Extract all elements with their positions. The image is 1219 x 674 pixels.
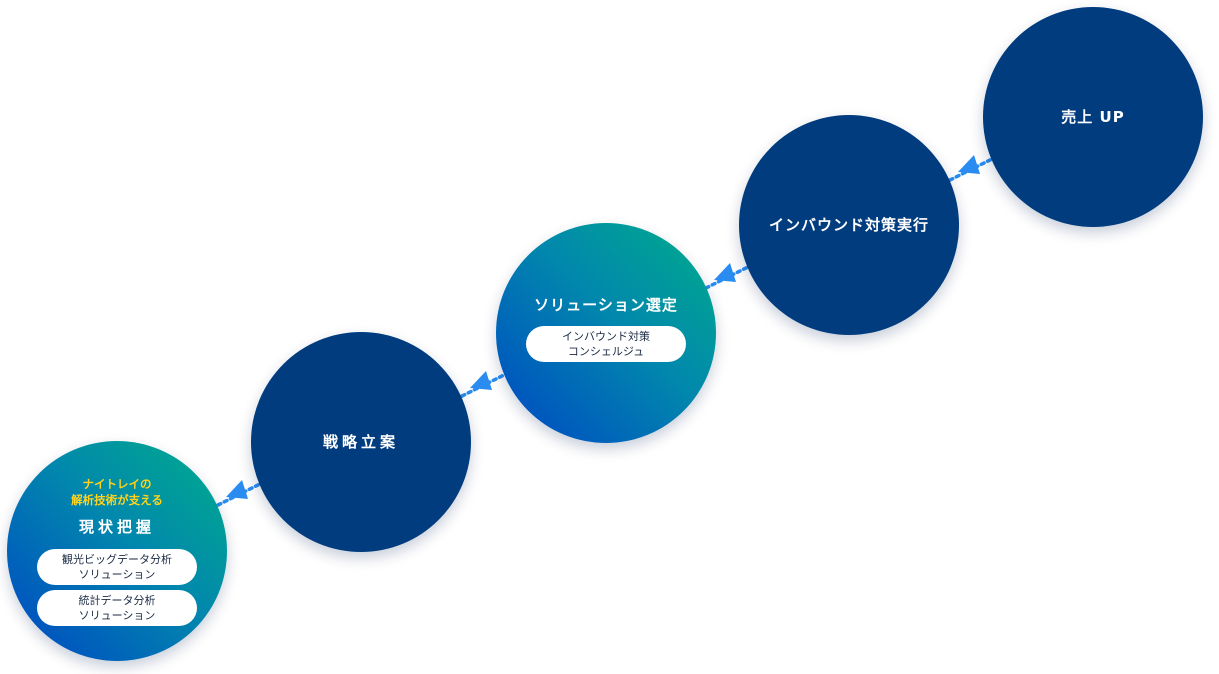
solution-tag: 統計データ分析 ソリューション (37, 590, 197, 626)
connector-3-4 (704, 263, 752, 290)
arrow-head-icon (714, 263, 736, 282)
arrow-head-icon (470, 371, 492, 390)
step-sales: 売上 UP (983, 7, 1203, 227)
connector-1-2 (216, 480, 264, 507)
connector-4-5 (948, 155, 996, 182)
step-title: 現状把握 (78, 518, 155, 536)
step-solution: ソリューション選定 インバウンド対策 コンシェルジュ (496, 223, 716, 443)
step-title: インバウンド対策実行 (768, 216, 929, 234)
step-tagline: ナイトレイの 解析技術が支える (71, 477, 163, 507)
step-title: ソリューション選定 (534, 296, 678, 314)
step-execution: インバウンド対策実行 (739, 115, 959, 335)
arrow-head-icon (958, 155, 980, 174)
connector-2-3 (460, 371, 508, 398)
solution-tag: 観光ビッグデータ分析 ソリューション (37, 549, 197, 585)
step-title: 売上 UP (1061, 108, 1125, 126)
solution-tag: インバウンド対策 コンシェルジュ (526, 326, 686, 362)
step-strategy: 戦略立案 (251, 332, 471, 552)
step-current-state: ナイトレイの 解析技術が支える 現状把握 観光ビッグデータ分析 ソリューション … (7, 441, 227, 661)
step-title: 戦略立案 (322, 433, 399, 451)
arrow-head-icon (226, 480, 248, 499)
